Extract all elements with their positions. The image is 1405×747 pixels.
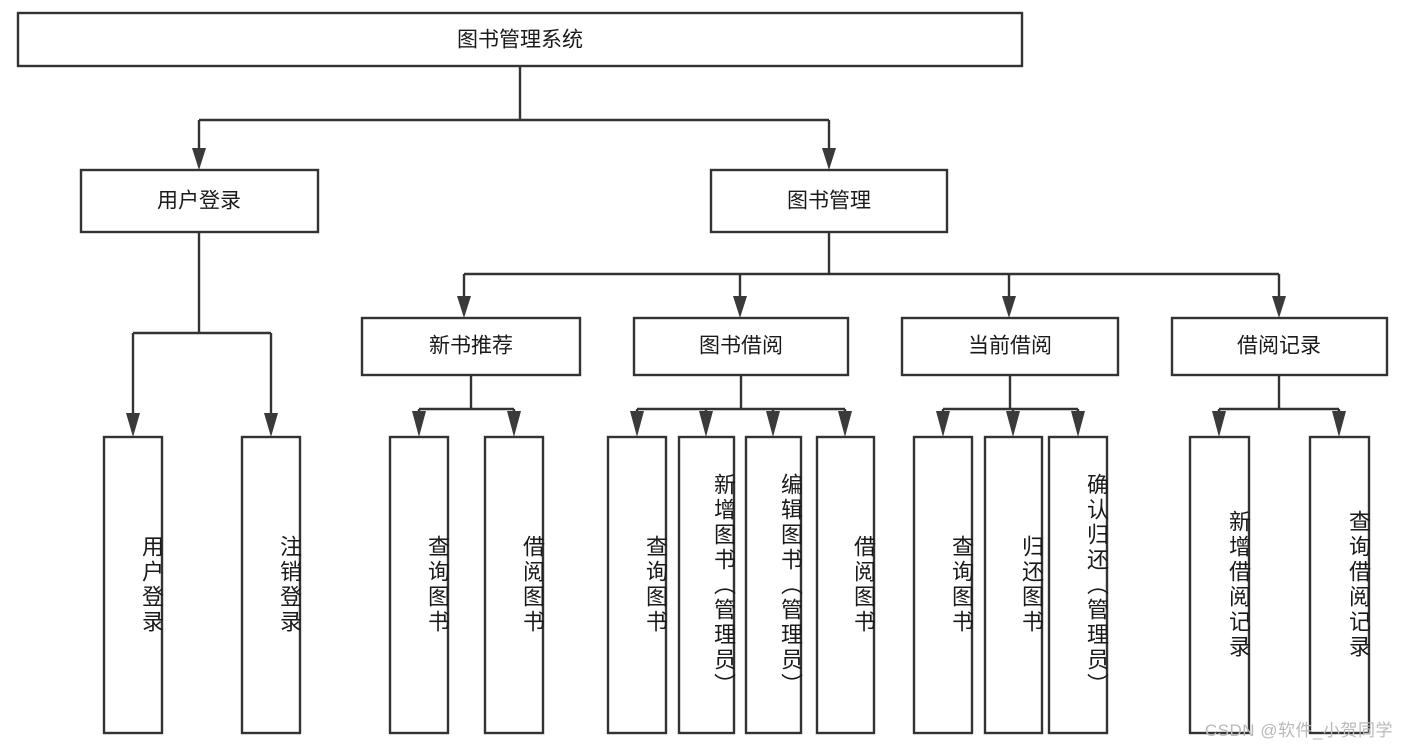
leaf-box-br-query[interactable] bbox=[1308, 435, 1371, 735]
node-new-book-rec-label: 新书推荐 bbox=[429, 335, 513, 358]
arrow-leaf-cb-query bbox=[936, 411, 950, 437]
arrow-to-book-manage bbox=[822, 148, 836, 170]
arrow-leaf-bb-edit bbox=[766, 411, 780, 437]
node-user-login-box[interactable] bbox=[79, 168, 320, 234]
arrow-to-new-book-rec bbox=[457, 296, 471, 318]
arrow-to-book-borrow bbox=[733, 296, 747, 318]
leaf-box-br-add[interactable] bbox=[1188, 435, 1251, 735]
arrow-leaf-bb-query bbox=[630, 411, 644, 437]
arrow-leaf-bb-add bbox=[699, 411, 713, 437]
arrow-to-borrow-record bbox=[1272, 296, 1286, 318]
arrow-leaf-bb-borrow bbox=[838, 411, 852, 437]
arrow-leaf-newbook-borrow bbox=[507, 411, 521, 437]
leaf-box-bb-query[interactable] bbox=[606, 435, 668, 735]
arrow-to-user-login bbox=[192, 148, 206, 170]
leaf-box-user-login[interactable] bbox=[102, 435, 164, 735]
leaf-box-cb-confirm[interactable] bbox=[1047, 435, 1109, 735]
arrow-leaf-cb-return bbox=[1006, 411, 1020, 437]
arrow-leaf-br-query bbox=[1332, 411, 1346, 437]
leaf-box-bb-add[interactable] bbox=[677, 435, 736, 735]
arrow-to-current-borrow bbox=[1002, 296, 1016, 318]
arrow-leaf-logout bbox=[264, 413, 278, 437]
leaf-box-bb-edit[interactable] bbox=[744, 435, 803, 735]
node-current-borrow-box[interactable] bbox=[900, 316, 1120, 377]
arrow-leaf-br-add bbox=[1212, 411, 1226, 437]
node-book-manage-label: 图书管理 bbox=[787, 190, 871, 213]
node-new-book-rec-box[interactable] bbox=[360, 316, 582, 377]
leaf-box-nb-query[interactable] bbox=[388, 435, 450, 735]
connector-layer bbox=[126, 66, 1346, 437]
node-current-borrow-label: 当前借阅 bbox=[968, 335, 1052, 358]
leaf-box-cb-return[interactable] bbox=[983, 435, 1044, 735]
leaf-box-nb-borrow[interactable] bbox=[483, 435, 545, 735]
node-book-manage-box[interactable] bbox=[709, 168, 949, 234]
arrow-leaf-user-login bbox=[126, 413, 140, 437]
leaf-box-bb-borrow[interactable] bbox=[815, 435, 876, 735]
node-borrow-record-box[interactable] bbox=[1170, 316, 1389, 377]
node-root-box[interactable] bbox=[16, 11, 1024, 68]
leaf-box-cb-query[interactable] bbox=[912, 435, 974, 735]
node-borrow-record-label: 借阅记录 bbox=[1237, 335, 1321, 358]
node-root-label: 图书管理系统 bbox=[457, 29, 583, 52]
node-layer: 图书管理系统 用户登录 图书管理 新书推荐 图书借阅 当前借阅 借阅记录 bbox=[16, 11, 1389, 735]
arrow-leaf-newbook-query bbox=[412, 411, 426, 437]
arrow-leaf-cb-confirm bbox=[1071, 411, 1085, 437]
node-user-login-label: 用户登录 bbox=[157, 190, 241, 213]
node-book-borrow-box[interactable] bbox=[632, 316, 850, 377]
leaf-box-logout[interactable] bbox=[240, 435, 302, 735]
node-book-borrow-label: 图书借阅 bbox=[699, 335, 783, 358]
